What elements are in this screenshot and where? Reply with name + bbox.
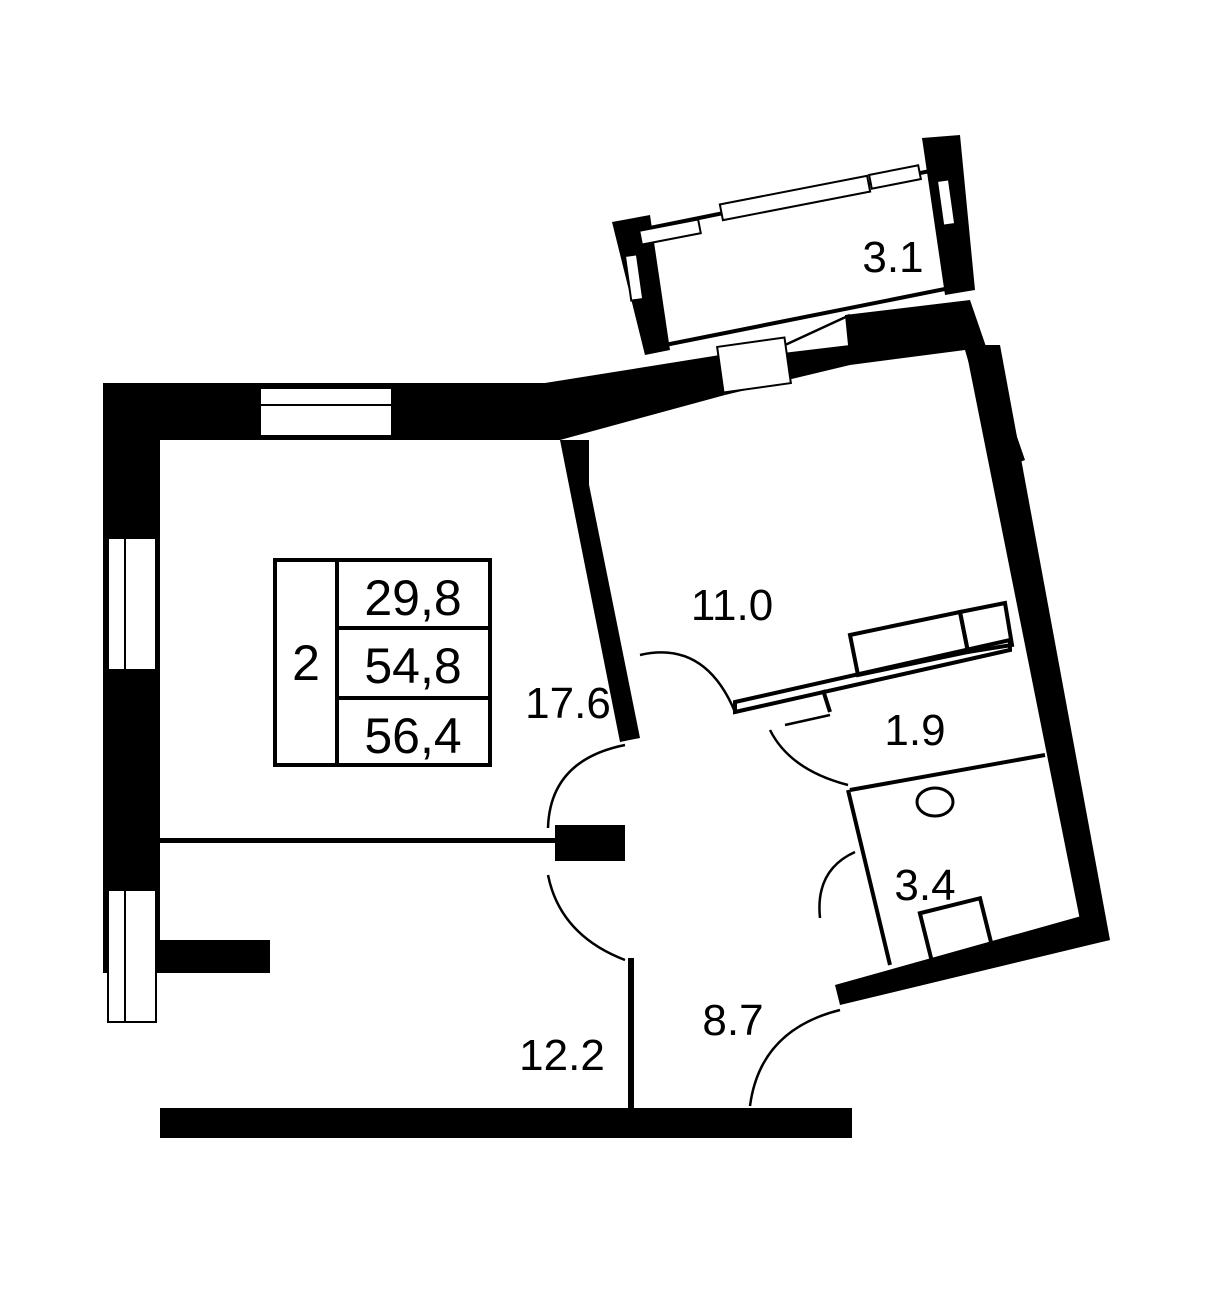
window-kitchen (716, 336, 792, 394)
window-left-upper (107, 537, 157, 671)
total-area-value: 54,8 (364, 638, 461, 694)
interior-walls (160, 440, 1046, 1108)
bathroom-area: 3.4 (894, 861, 955, 910)
windows (107, 336, 792, 1023)
balcony (612, 135, 975, 355)
living-area-value: 29,8 (364, 570, 461, 626)
hall-area: 8.7 (702, 996, 763, 1045)
window-left-lower (107, 889, 157, 1023)
living-room-area: 17.6 (525, 679, 611, 728)
total-area-with-balcony-value: 56,4 (364, 708, 461, 764)
kitchen-area: 11.0 (691, 581, 773, 630)
wc-area: 1.9 (884, 706, 945, 755)
sink-icon (915, 786, 955, 818)
rooms-count: 2 (292, 635, 320, 691)
area-summary-table: 2 29,8 54,8 56,4 (273, 558, 492, 767)
balcony-area: 3.1 (862, 233, 923, 282)
doors (546, 313, 856, 1107)
window-top-left (259, 387, 393, 437)
bedroom-area: 12.2 (519, 1031, 605, 1080)
room-labels: 17.6 12.2 11.0 8.7 3.4 1.9 3.1 (519, 233, 955, 1080)
